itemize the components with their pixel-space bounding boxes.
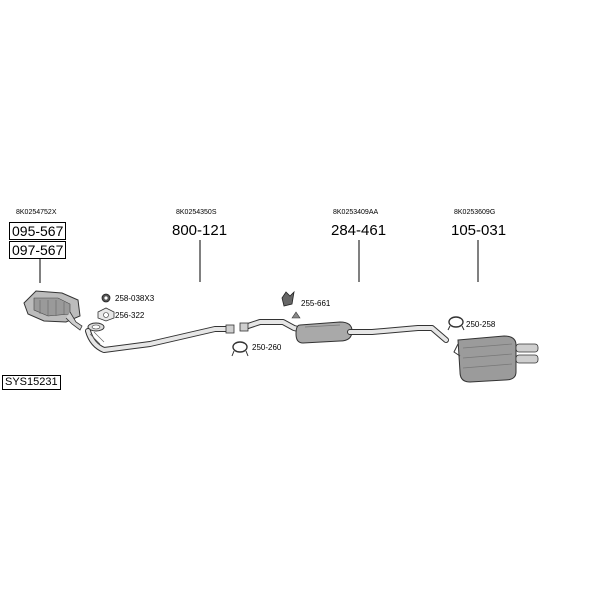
part-number-front-pipe[interactable]: 800-121 bbox=[172, 222, 228, 239]
oe-number-catalyst: 8K0254752X bbox=[16, 209, 57, 216]
oe-number-front-pipe: 8K0254350S bbox=[176, 209, 217, 216]
rear-silencer bbox=[453, 335, 539, 383]
pipe-flange bbox=[87, 322, 105, 332]
oe-number-rear-silencer: 8K0253609G bbox=[454, 209, 496, 216]
hanger-icon bbox=[281, 290, 295, 307]
part-number-middle-silencer[interactable]: 284-461 bbox=[331, 222, 387, 239]
fitting-label-flange-gasket[interactable]: 256-322 bbox=[115, 311, 145, 320]
system-code: SYS15231 bbox=[2, 375, 61, 390]
flange-gasket-icon bbox=[97, 307, 115, 322]
middle-silencer bbox=[239, 319, 449, 344]
front-pipe bbox=[85, 324, 235, 353]
part-number-rear-silencer[interactable]: 105-031 bbox=[451, 222, 507, 239]
part-number-catalyst-1[interactable]: 095-567 bbox=[9, 222, 67, 240]
clamp-icon-rear bbox=[447, 316, 465, 331]
part-number-catalyst-2[interactable]: 097-567 bbox=[9, 241, 67, 259]
fitting-label-gasket[interactable]: 258-038X3 bbox=[115, 294, 155, 303]
catalytic-converter bbox=[23, 290, 83, 331]
fitting-label-hanger[interactable]: 255-661 bbox=[301, 299, 331, 308]
oe-number-middle-silencer: 8K0253409AA bbox=[333, 209, 379, 216]
bracket-icon bbox=[291, 311, 301, 319]
fitting-label-clamp-rear[interactable]: 250-258 bbox=[466, 320, 496, 329]
clamp-icon bbox=[231, 341, 249, 357]
fitting-label-clamp[interactable]: 250-260 bbox=[252, 343, 282, 352]
gasket-icon bbox=[101, 293, 111, 303]
